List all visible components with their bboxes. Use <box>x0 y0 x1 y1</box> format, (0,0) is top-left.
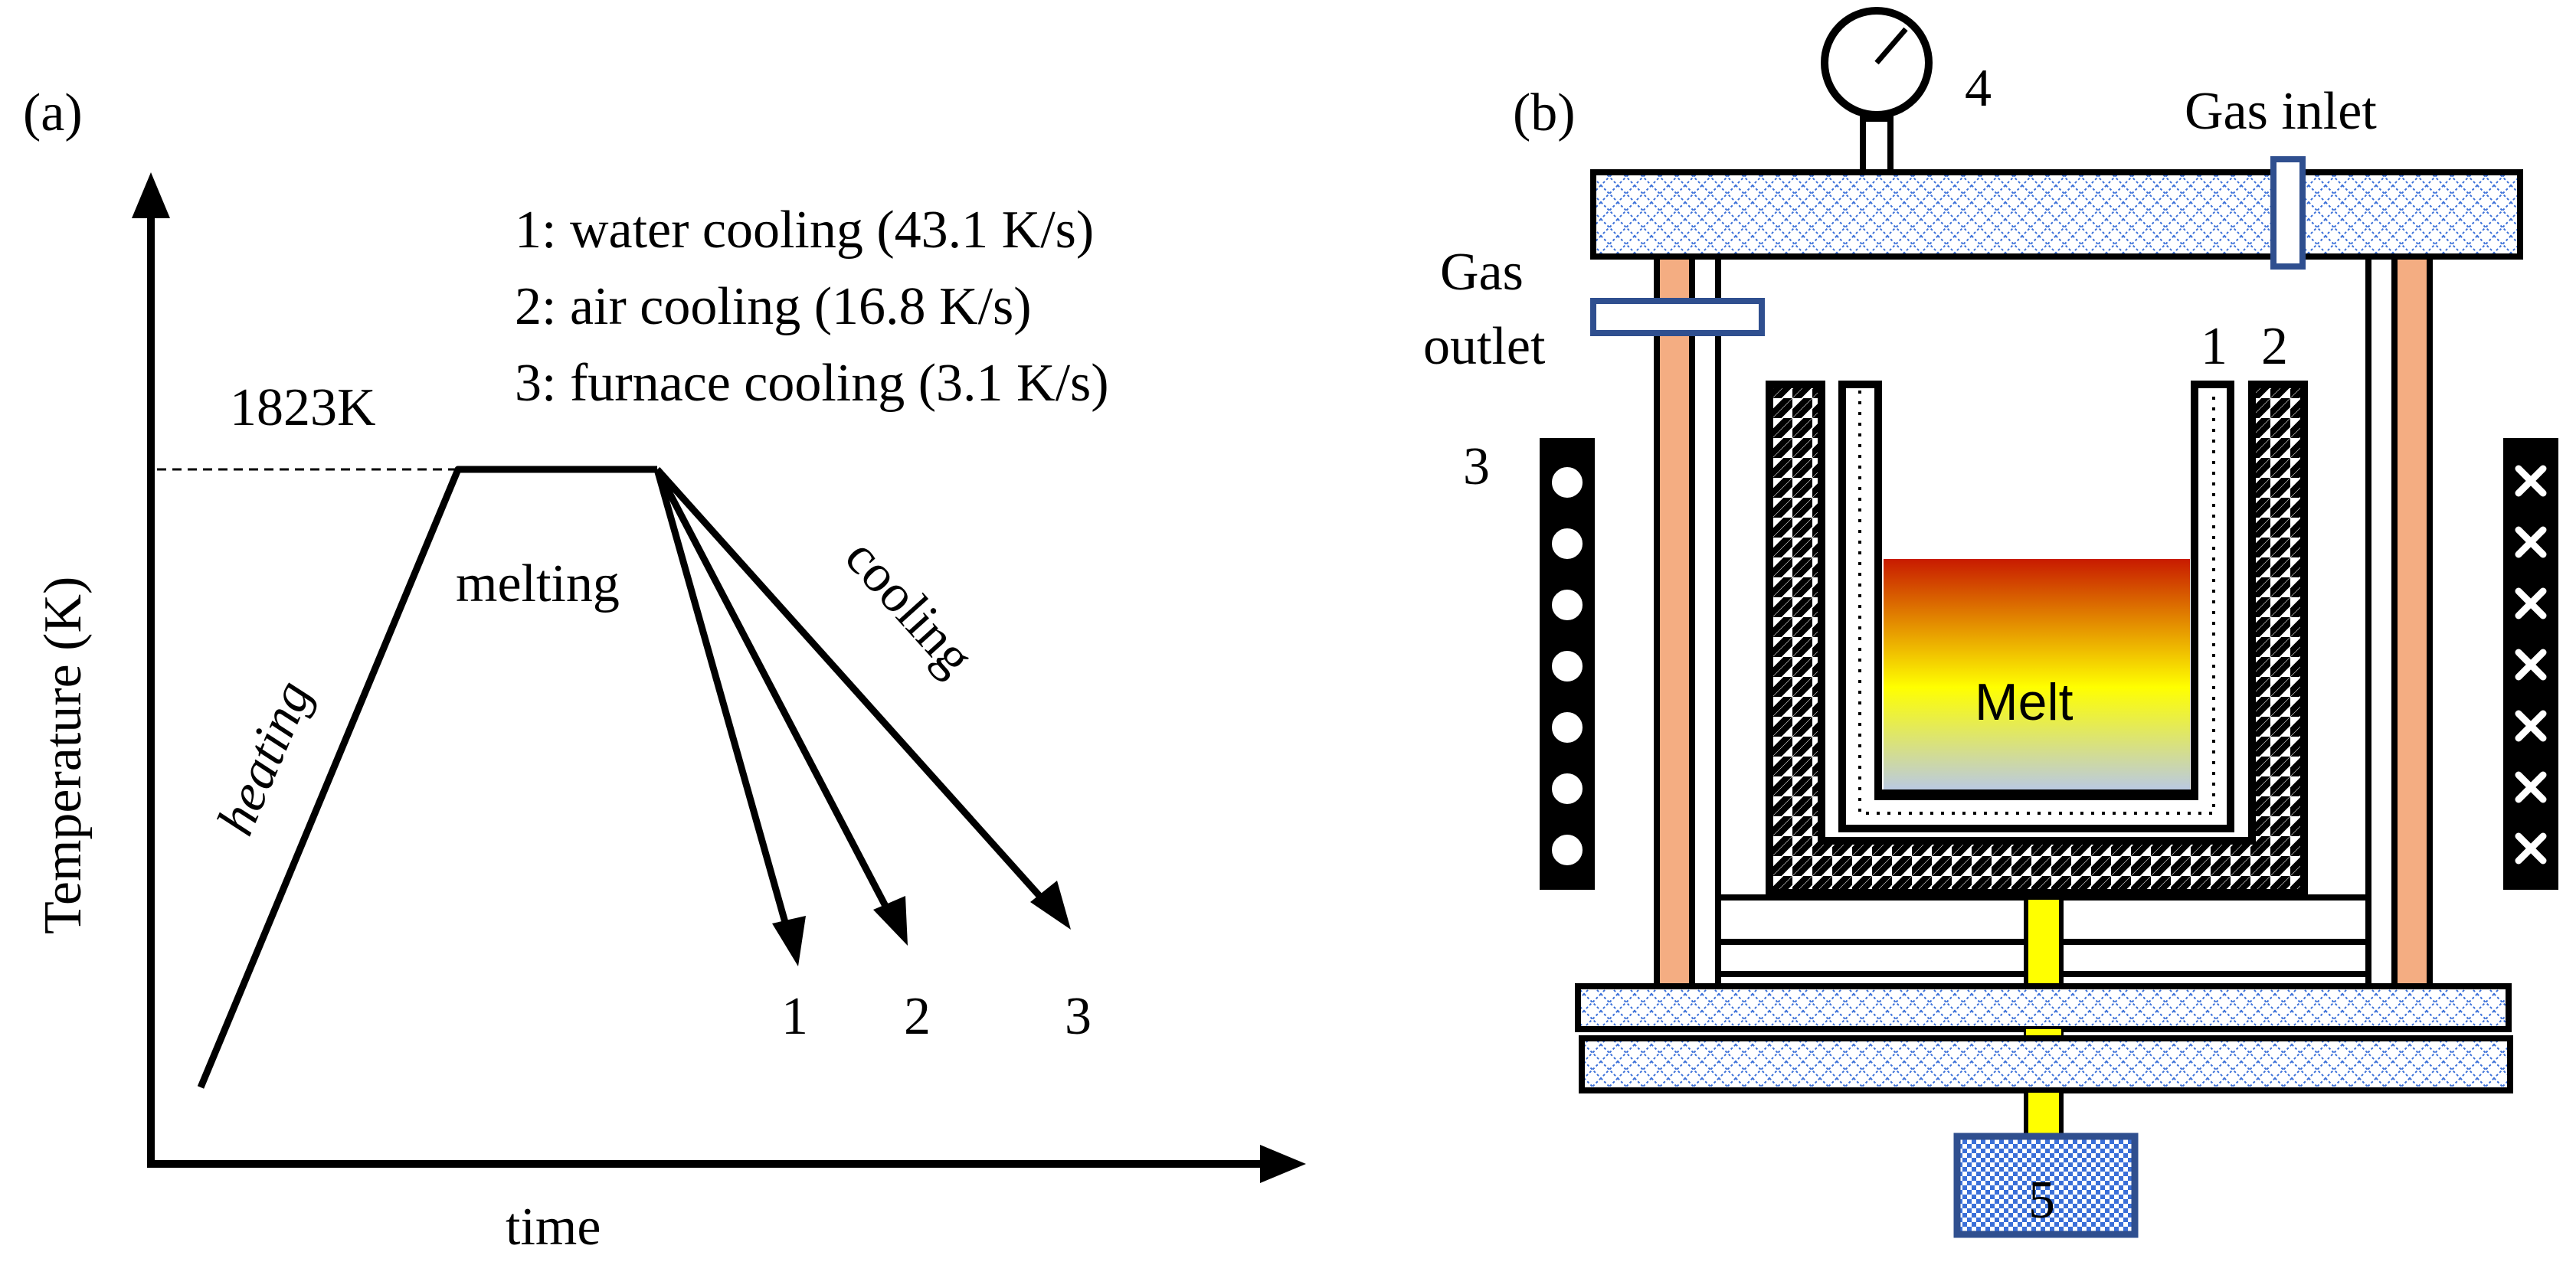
stage-cooling-label: cooling <box>833 528 985 687</box>
curve-number-3: 3 <box>1065 987 1092 1046</box>
x-axis-label: time <box>506 1198 601 1257</box>
gauge-stem <box>1860 116 1894 175</box>
right-coil <box>2503 438 2558 890</box>
coil-turn-icon <box>1549 709 1586 746</box>
gauge-number: 4 <box>1965 59 1992 118</box>
coil-turn-icon <box>1549 832 1586 868</box>
coil-number: 3 <box>1463 437 1490 496</box>
coil-turn-icon <box>1549 525 1586 562</box>
left-coil <box>1540 438 1595 890</box>
curve-number-1: 1 <box>781 987 808 1046</box>
cooling-curve-2-arrowhead <box>873 896 908 946</box>
cooling-curve-2 <box>654 467 899 929</box>
coil-turn-icon <box>1549 648 1586 685</box>
inner-crucible-lining <box>1858 391 2215 815</box>
legend-item-2: 2: air cooling (16.8 K/s) <box>515 277 1032 336</box>
gas-inlet-label: Gas inlet <box>2185 82 2377 141</box>
coil-cross-icon <box>2515 832 2547 865</box>
y-axis-arrowhead <box>132 172 170 218</box>
right-inner-wall <box>2365 253 2398 991</box>
melting-temperature-label: 1823K <box>230 378 376 437</box>
base-unit <box>1953 1133 2139 1238</box>
cooling-curve-1 <box>653 468 797 951</box>
inner-crucible-number: 1 <box>2201 317 2227 376</box>
coil-cross-icon <box>2515 710 2547 742</box>
panel-b-label: (b) <box>1513 83 1576 142</box>
gauge-needle <box>1874 27 1908 65</box>
gas-outlet-label-line2: outlet <box>1423 317 1546 376</box>
panel-b: (b) 4 Gas inlet Gas outlet <box>1423 7 2558 1238</box>
coil-cross-icon <box>2515 771 2547 803</box>
outer-crucible-number: 2 <box>2261 317 2288 376</box>
x-axis-arrowhead <box>1260 1145 1306 1183</box>
support-rod-lower <box>2024 1088 2064 1139</box>
cooling-curve-1-arrowhead <box>772 916 806 966</box>
heating-melting-profile <box>197 466 657 1089</box>
legend-item-1: 1: water cooling (43.1 K/s) <box>515 201 1094 260</box>
bottom-plate-upper <box>1575 983 2512 1032</box>
legend-item-3: 3: furnace cooling (3.1 K/s) <box>515 354 1109 413</box>
left-post <box>1654 253 1695 991</box>
pressure-gauge <box>1821 7 1933 175</box>
coil-cross-icon <box>2515 465 2547 497</box>
curve-number-2: 2 <box>904 987 931 1046</box>
base-number: 5 <box>2028 1171 2055 1230</box>
y-axis-label: Temperature (K) <box>34 577 93 934</box>
coil-cross-icon <box>2515 526 2547 558</box>
stage-heating-label: heating <box>206 672 323 843</box>
melt-label: Melt <box>1975 673 2074 731</box>
coil-cross-icon <box>2515 587 2547 619</box>
cooling-curve-3 <box>654 466 1056 914</box>
inner-crucible <box>1838 381 2234 832</box>
top-lid <box>1590 169 2523 260</box>
coil-turn-icon <box>1549 587 1586 623</box>
panel-a-label: (a) <box>23 83 83 142</box>
panel-a: (a) Temperature (K) time 1823K 1 2 3 hea… <box>23 83 1306 1257</box>
coil-turn-icon <box>1549 770 1586 807</box>
outer-crucible <box>1766 381 2308 897</box>
cooling-curve-3-arrowhead <box>1030 881 1071 930</box>
right-post <box>2391 253 2433 991</box>
bottom-plate-lower <box>1579 1035 2513 1093</box>
melt-pool <box>1884 559 2190 793</box>
gas-inlet-pipe <box>2270 156 2306 270</box>
gas-outlet-pipe <box>1590 298 1765 336</box>
left-inner-wall <box>1689 253 1721 991</box>
stage-melting-label: melting <box>456 554 620 613</box>
gas-outlet-label-line1: Gas <box>1440 243 1524 302</box>
coil-cross-icon <box>2515 649 2547 681</box>
coil-turn-icon <box>1549 464 1586 501</box>
